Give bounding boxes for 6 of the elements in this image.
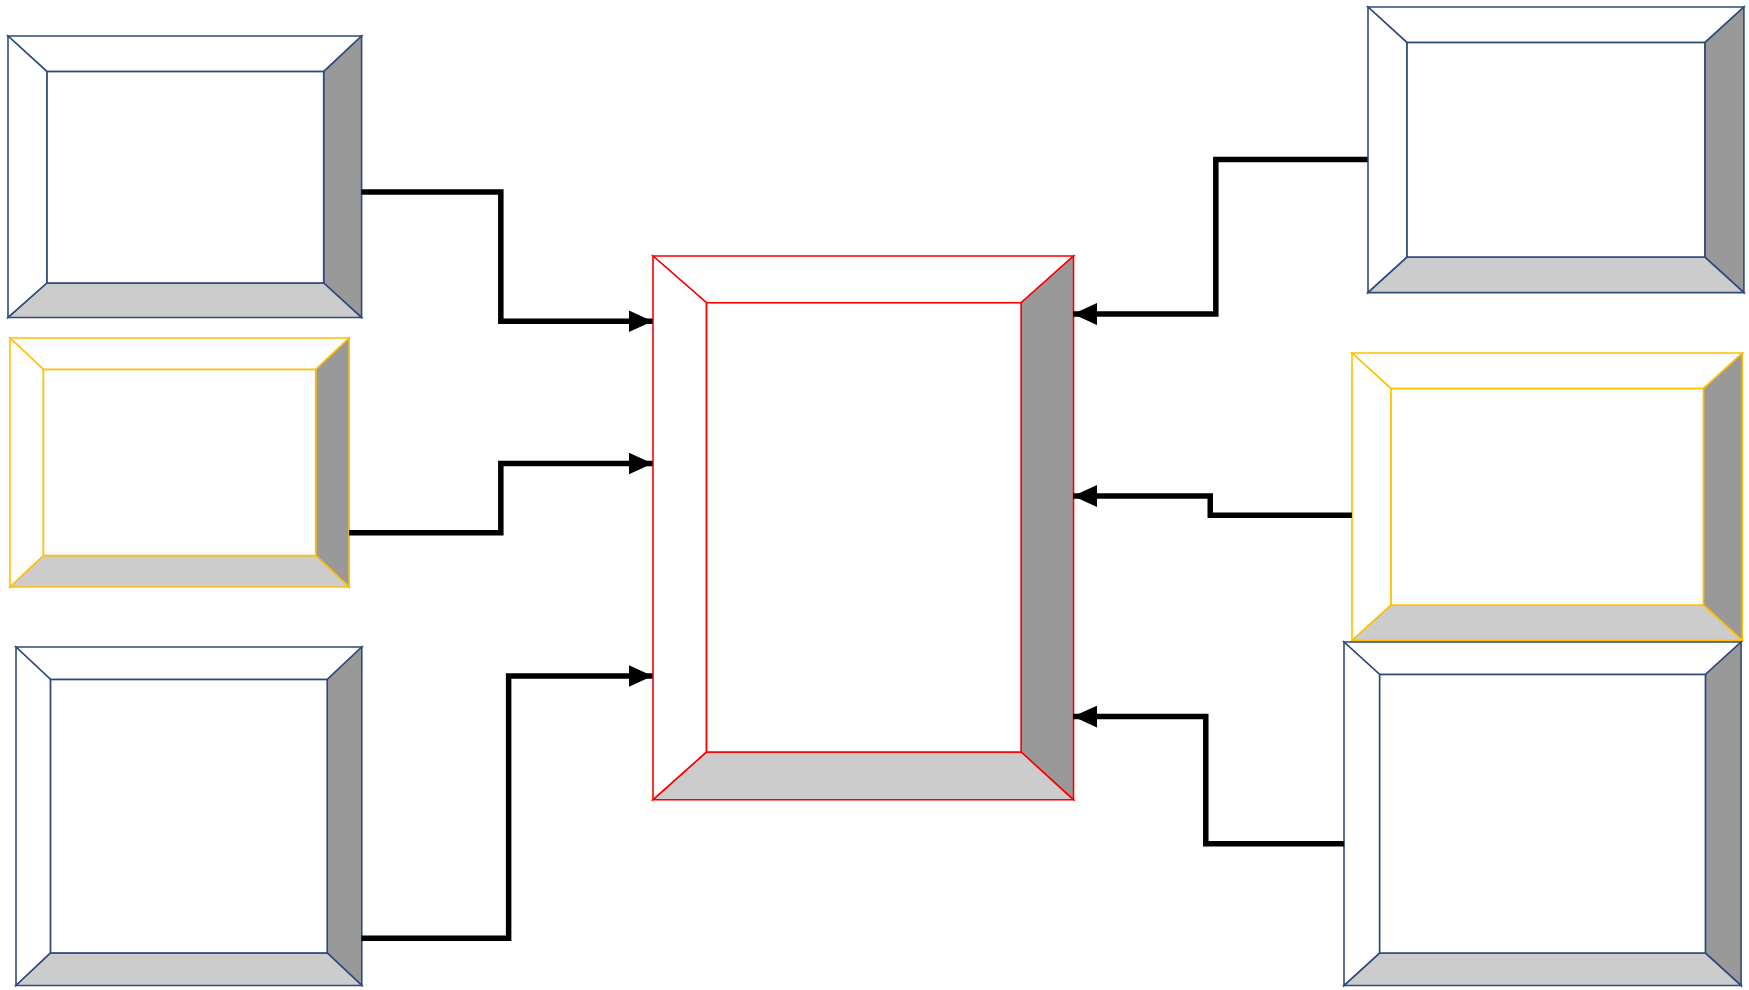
arrow (1073, 485, 1352, 519)
arrow (1073, 156, 1368, 326)
arrow (349, 452, 653, 536)
arrow (1073, 705, 1345, 847)
arrow (361, 664, 653, 941)
arrow (361, 189, 653, 333)
